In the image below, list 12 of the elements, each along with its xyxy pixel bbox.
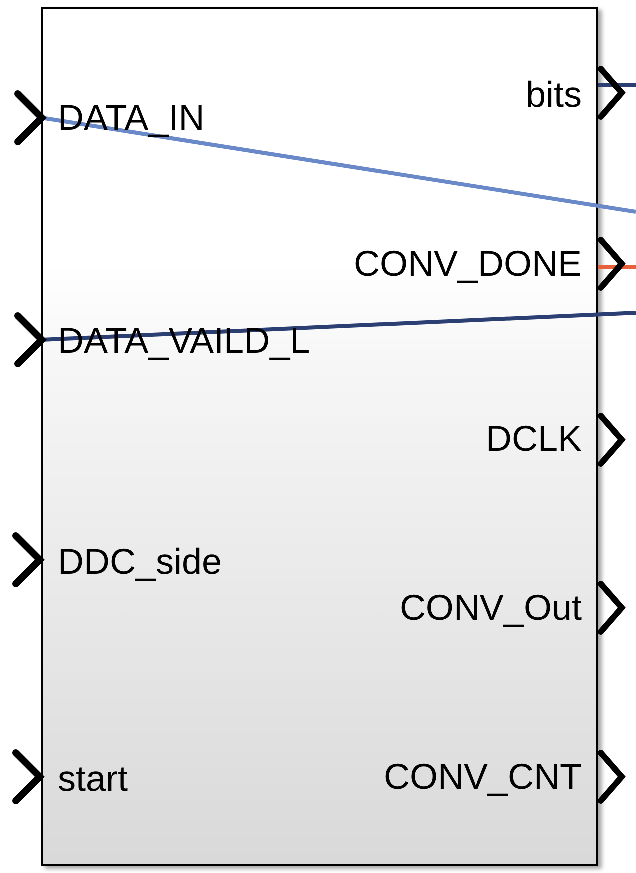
port-label: start <box>43 758 128 800</box>
signal-line <box>598 265 636 269</box>
port-label: DCLK <box>486 418 596 460</box>
port-label: CONV_Out <box>400 587 596 629</box>
signal-line <box>598 83 636 87</box>
port-label: CONV_CNT <box>384 756 596 798</box>
signal-line <box>14 90 636 214</box>
port-label: CONV_DONE <box>354 243 596 285</box>
subsystem-block <box>41 7 598 866</box>
port-label: bits <box>526 74 596 116</box>
port-label: DDC_side <box>43 541 222 583</box>
port-label: DATA_IN <box>43 97 205 139</box>
